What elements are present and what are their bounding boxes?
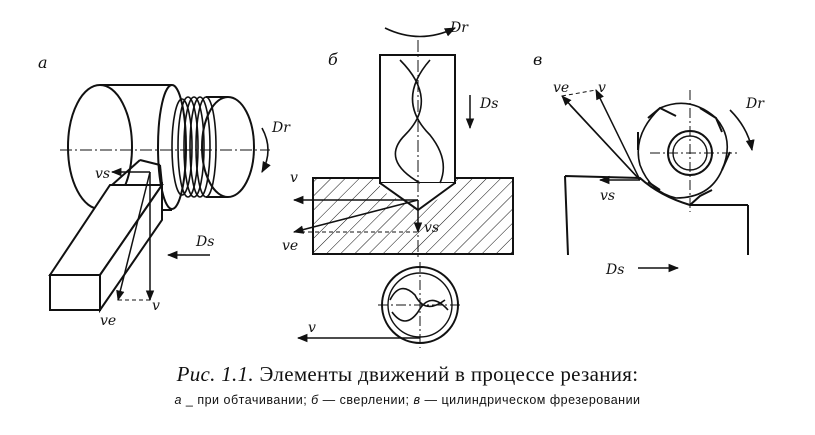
cutting-tool-a	[48, 159, 164, 314]
caption-item-b-text: сверлении;	[339, 393, 410, 407]
caption-item-c-letter: в	[413, 393, 421, 407]
panel-a-letter: а	[38, 53, 48, 72]
caption-item-b-sep: —	[322, 393, 336, 407]
rotation-arrow-c	[729, 109, 755, 152]
label-c-Ds: Ds	[605, 262, 624, 278]
panel-b-drilling: б Dr Ds v ve vs v	[282, 20, 514, 348]
label-a-v: v	[152, 298, 160, 314]
label-c-vs: vs	[600, 188, 615, 204]
label-a-Dr: Dr	[271, 120, 291, 136]
vector-c-v	[595, 89, 641, 181]
label-b-v-bottom: v	[308, 320, 316, 336]
label-a-vs: vs	[95, 166, 110, 182]
panel-b-letter: б	[328, 50, 338, 69]
drill-flutes	[394, 59, 445, 184]
label-b-Dr: Dr	[449, 20, 469, 36]
label-a-ve: ve	[100, 313, 116, 329]
rotation-arrow-a	[261, 127, 271, 173]
caption-item-c-sep: —	[424, 393, 438, 407]
vector-a-ve	[116, 171, 151, 302]
figure-caption-title: Рис. 1.1. Элементы движений в процессе р…	[0, 362, 815, 387]
milling-cutter	[637, 102, 731, 206]
label-c-ve: ve	[553, 80, 569, 96]
panel-c-letter: в	[533, 50, 542, 69]
label-b-vs: vs	[424, 220, 439, 236]
caption-item-a-sep: _	[185, 393, 194, 407]
label-c-v: v	[598, 80, 606, 96]
label-a-Ds: Ds	[195, 234, 214, 250]
label-b-ve: ve	[282, 238, 298, 254]
panel-c-milling: в Dr ve v vs Ds	[533, 50, 765, 278]
caption-prefix: Рис. 1.1.	[176, 362, 254, 386]
vector-b-ve	[292, 199, 419, 234]
caption-title: Элементы движений в процессе резания:	[259, 362, 639, 386]
label-b-v: v	[290, 170, 298, 186]
caption-item-c-text: цилиндрическом фрезеровании	[441, 393, 641, 407]
figure-caption-items: а _ при обтачивании; б — сверлении; в — …	[0, 393, 815, 407]
chuck-face	[157, 84, 187, 210]
caption-item-a-letter: а	[174, 393, 182, 407]
caption-item-b-letter: б	[311, 393, 319, 407]
caption-item-a-text: при обтачивании;	[197, 393, 308, 407]
rotation-arrow-b	[384, 27, 457, 38]
label-b-Ds: Ds	[479, 96, 498, 112]
label-c-Dr: Dr	[745, 96, 765, 112]
panel-a-turning: а Dr vs	[38, 53, 291, 329]
